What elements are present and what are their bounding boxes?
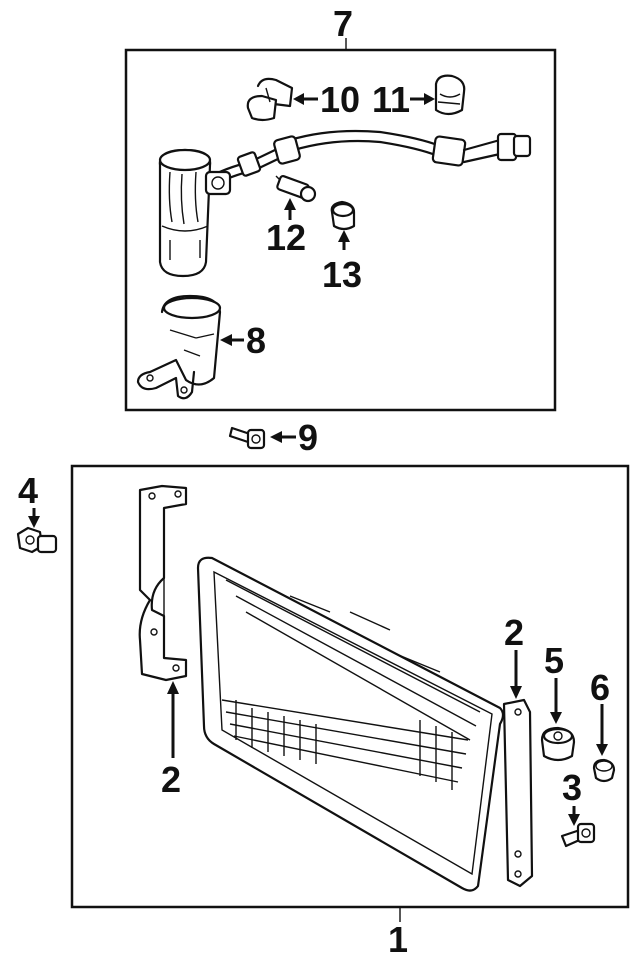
valve-12[interactable] [275,175,317,203]
callout-5[interactable]: 5 [544,640,564,681]
insulator-5[interactable] [540,726,576,762]
right-bracket[interactable] [502,698,534,888]
bolt-3[interactable] [560,822,596,848]
callout-1[interactable]: 1 [388,919,408,955]
callout-10[interactable]: 10 [320,79,360,120]
callout-2-right[interactable]: 2 [504,612,524,653]
callout-9[interactable]: 9 [298,417,318,458]
callout-7[interactable]: 7 [333,3,353,44]
callout-13[interactable]: 13 [322,254,362,295]
hose-assembly[interactable] [204,129,532,196]
receiver-drier[interactable] [158,148,212,278]
lower-frame [70,464,630,909]
callout-6[interactable]: 6 [590,667,610,708]
callout-4[interactable]: 4 [18,470,38,511]
grommet-6[interactable] [592,758,616,783]
callout-8[interactable]: 8 [246,320,266,361]
bolt-9[interactable] [228,426,266,450]
upper-frame [124,48,557,412]
callout-2-left[interactable]: 2 [161,759,181,800]
bracket-8[interactable] [136,294,222,400]
callout-3[interactable]: 3 [562,767,582,808]
left-bracket[interactable] [138,484,188,682]
upper-group: 7 [124,3,557,412]
clip-10[interactable] [246,77,294,122]
clip-11[interactable] [434,74,466,116]
condenser[interactable] [196,556,505,892]
nut-4[interactable] [16,526,58,554]
cap-13[interactable] [330,200,356,231]
lower-group: 1 2 2 [70,464,630,955]
callout-12[interactable]: 12 [266,217,306,258]
callout-11[interactable]: 11 [372,79,410,120]
